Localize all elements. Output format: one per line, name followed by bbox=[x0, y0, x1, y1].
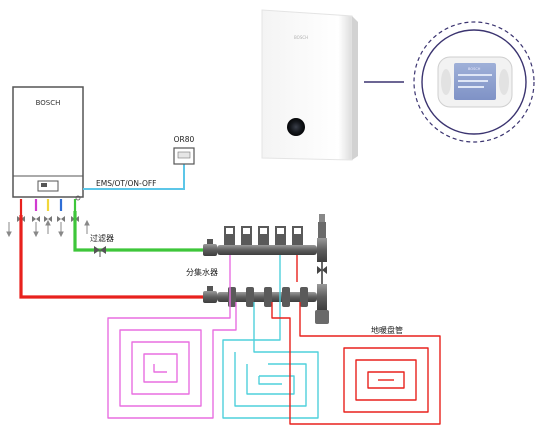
floor-loop-3 bbox=[271, 255, 441, 425]
floor-loop-1 bbox=[107, 255, 237, 419]
bypass bbox=[317, 262, 327, 284]
control-panel bbox=[37, 180, 59, 192]
boiler-unit: BOSCH bbox=[12, 86, 84, 201]
thermostat-model: OR80 bbox=[174, 135, 195, 144]
thermostat-brand-mark: BOSCH bbox=[468, 67, 481, 71]
filter-icon bbox=[94, 246, 106, 257]
photo-brand-mark: BOSCH bbox=[294, 35, 308, 40]
manifold-valves bbox=[203, 239, 217, 303]
supply-pipe bbox=[19, 215, 203, 299]
floor-loop-2 bbox=[222, 255, 319, 419]
floor-loops bbox=[107, 255, 441, 425]
thermostat-callout: BOSCH bbox=[413, 21, 535, 143]
boiler-photo: BOSCH bbox=[261, 9, 358, 161]
signal-wire bbox=[83, 164, 185, 190]
boiler-outlets bbox=[6, 199, 90, 238]
display-lens-icon bbox=[287, 118, 305, 136]
boiler-brand: BOSCH bbox=[36, 99, 61, 107]
filter-label: 过滤器 bbox=[90, 233, 114, 243]
return-pipe bbox=[73, 211, 203, 252]
connection-label: EMS/OT/ON-OFF bbox=[96, 179, 156, 188]
manifold-label: 分集水器 bbox=[186, 267, 218, 277]
room-thermostat: OR80 bbox=[173, 135, 195, 165]
floor-coil-label: 地暖盘管 bbox=[371, 325, 403, 335]
return-manifold bbox=[217, 214, 327, 262]
